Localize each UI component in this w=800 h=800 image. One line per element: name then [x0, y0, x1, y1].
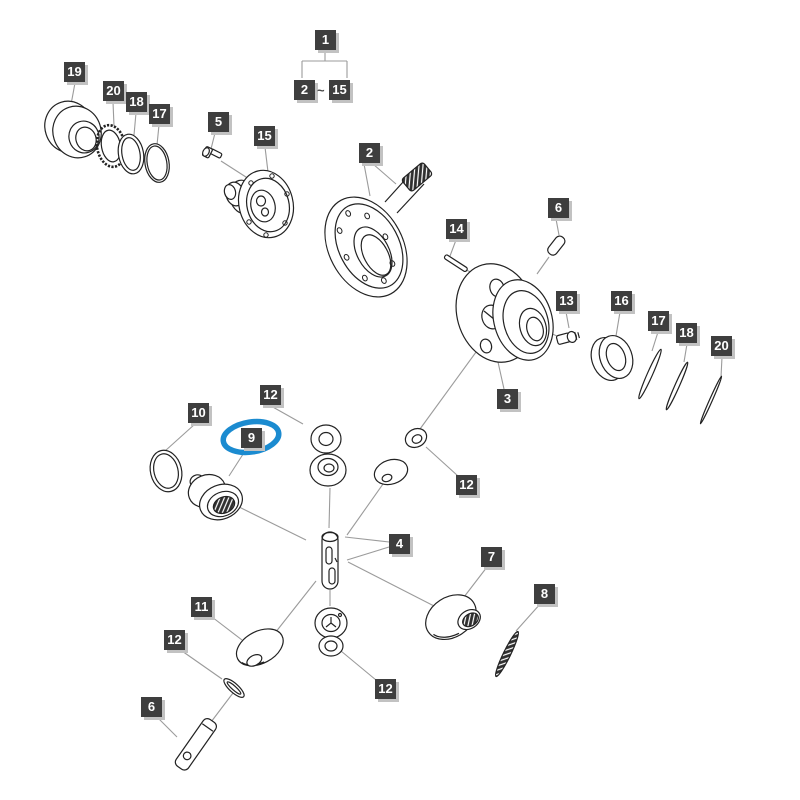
callout-12b: 12 [456, 475, 477, 495]
part-differential-case-3 [455, 263, 554, 363]
callout-2b: 2 [359, 143, 380, 163]
callout-18b: 18 [676, 323, 697, 343]
part-bearing-19 [44, 100, 102, 159]
part-roll-pin-6 [547, 235, 566, 256]
highlight-ellipse [220, 418, 282, 456]
part-ring-gear-shaft-2 [324, 162, 433, 298]
callout-15b: 15 [254, 126, 275, 146]
callout-18a: 18 [126, 92, 147, 112]
part-flange-hub-15 [223, 169, 295, 239]
callout-12a: 12 [260, 385, 281, 405]
callout-2-range: 2 [294, 80, 315, 100]
callout-7: 7 [481, 547, 502, 567]
callout-12d: 12 [375, 679, 396, 699]
part-spider-shaft-4 [321, 531, 339, 590]
part-snap-ring-10 [149, 449, 183, 493]
part-washer-12-bottom [318, 635, 344, 657]
part-thrust-washer-center [309, 453, 347, 487]
part-shim-18 [665, 361, 689, 411]
callout-19: 19 [64, 62, 85, 82]
callout-10: 10 [188, 403, 209, 423]
callout-15-range: 15 [329, 80, 350, 100]
callout-4: 4 [389, 534, 410, 554]
part-ring-18 [117, 133, 145, 175]
part-bolt-5 [201, 146, 223, 159]
part-bevel-gear-11 [235, 628, 284, 667]
part-washer-12-left [223, 678, 245, 698]
part-shim-17 [638, 348, 662, 400]
callout-6a: 6 [548, 198, 569, 218]
part-thrust-washer-12-top [310, 424, 342, 454]
callout-8: 8 [534, 584, 555, 604]
part-bolt-13 [555, 330, 580, 345]
callout-20b: 20 [711, 336, 732, 356]
part-lock-plate-6 [174, 718, 218, 771]
part-pin-14 [443, 254, 468, 273]
part-dished-washer [373, 458, 409, 486]
callout-14: 14 [446, 219, 467, 239]
part-splined-pin-8 [494, 630, 520, 678]
callout-13: 13 [556, 291, 577, 311]
part-bevel-gear-7 [425, 594, 481, 641]
callout-1: 1 [315, 30, 336, 50]
callout-17a: 17 [149, 104, 170, 124]
part-bearing-race-16 [590, 335, 634, 381]
callout-17b: 17 [648, 311, 669, 331]
callout-16: 16 [611, 291, 632, 311]
part-gear-face [314, 607, 348, 639]
callout-3: 3 [497, 389, 518, 409]
part-washer-12-right [404, 427, 428, 449]
range-tilde: ~ [317, 83, 325, 98]
callout-9-highlighted: 9 [241, 428, 262, 448]
callout-5: 5 [208, 112, 229, 132]
callout-20a: 20 [103, 81, 124, 101]
part-side-gear-9 [187, 473, 243, 521]
callout-12c: 12 [164, 630, 185, 650]
part-shim-20 [699, 375, 723, 425]
callout-11: 11 [191, 597, 212, 617]
part-oring-17 [144, 143, 170, 183]
callout-6b: 6 [141, 697, 162, 717]
